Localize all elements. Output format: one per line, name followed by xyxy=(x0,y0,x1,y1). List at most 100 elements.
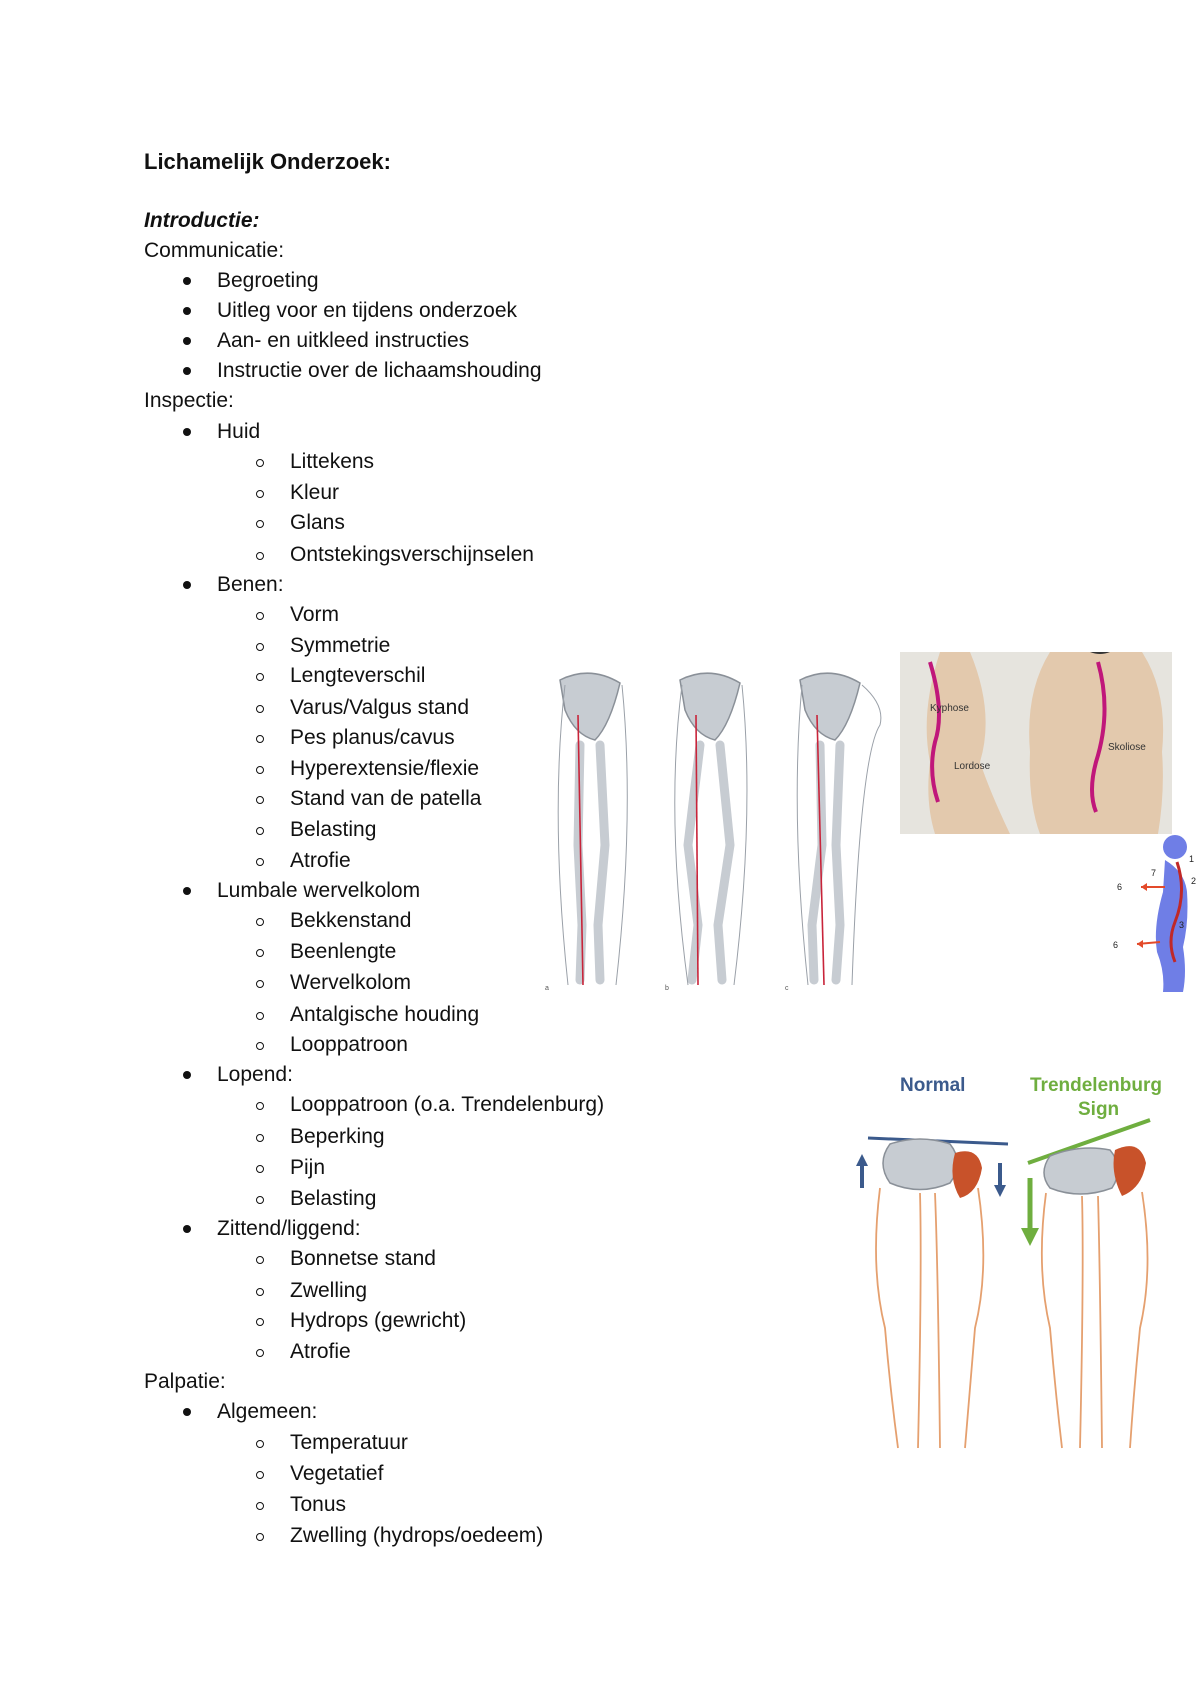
bullet-icon xyxy=(183,277,191,285)
bullet-icon xyxy=(183,307,191,315)
circle-bullet-icon xyxy=(256,949,264,957)
posture-figure: 1 2 3 6 6 7 xyxy=(1113,835,1196,992)
circle-bullet-icon xyxy=(256,673,264,681)
inspection-label: Inspectie: xyxy=(144,389,234,412)
list-item: Lumbale wervelkolom xyxy=(217,879,421,902)
list-item: Hydrops (gewricht) xyxy=(290,1309,467,1332)
list-item: Beperking xyxy=(290,1125,385,1148)
posture-label-3: 3 xyxy=(1179,920,1184,930)
circle-bullet-icon xyxy=(256,1502,264,1510)
bullet-icon xyxy=(183,887,191,895)
circle-bullet-icon xyxy=(256,490,264,498)
list-item: Belasting xyxy=(290,818,377,841)
circle-bullet-icon xyxy=(256,858,264,866)
page-title: Lichamelijk Onderzoek: xyxy=(144,149,391,174)
list-item: Littekens xyxy=(290,450,375,473)
list-item: Tonus xyxy=(290,1493,347,1516)
trendelenburg-caption-sign: Sign xyxy=(1078,1099,1119,1120)
list-item: Aan- en uitkleed instructies xyxy=(217,329,470,352)
list-item: Zwelling (hydrops/oedeem) xyxy=(290,1524,544,1547)
list-item: Wervelkolom xyxy=(290,971,411,994)
list-item: Kleur xyxy=(290,481,340,504)
list-item: Antalgische houding xyxy=(290,1003,480,1026)
leg-label-b: b xyxy=(665,985,669,992)
list-item: Atrofie xyxy=(290,1340,351,1363)
leg-label-a: a xyxy=(545,985,549,992)
list-item: Begroeting xyxy=(217,269,319,292)
circle-bullet-icon xyxy=(256,1349,264,1357)
circle-bullet-icon xyxy=(256,1471,264,1479)
list-item: Looppatroon xyxy=(290,1033,408,1056)
circle-bullet-icon xyxy=(256,552,264,560)
list-item: Huid xyxy=(217,420,261,443)
skoliose-label: Skoliose xyxy=(1108,742,1146,753)
circle-bullet-icon xyxy=(256,918,264,926)
circle-bullet-icon xyxy=(256,1102,264,1110)
bullet-icon xyxy=(183,581,191,589)
circle-bullet-icon xyxy=(256,827,264,835)
circle-bullet-icon xyxy=(256,1134,264,1142)
list-item: Uitleg voor en tijdens onderzoek xyxy=(217,299,518,322)
list-item: Lopend: xyxy=(217,1063,293,1086)
posture-label-6a: 6 xyxy=(1117,882,1122,892)
list-item: Varus/Valgus stand xyxy=(290,696,469,719)
leg-alignment-figure: a b c xyxy=(545,672,882,992)
kyphose-label: Kyphose xyxy=(930,703,969,714)
list-item: Bonnetse stand xyxy=(290,1247,436,1270)
list-item: Instructie over de lichaamshouding xyxy=(217,359,542,382)
bullet-icon xyxy=(183,1408,191,1416)
bullet-icon xyxy=(183,337,191,345)
circle-bullet-icon xyxy=(256,1288,264,1296)
circle-bullet-icon xyxy=(256,1165,264,1173)
circle-bullet-icon xyxy=(256,459,264,467)
list-item: Bekkenstand xyxy=(290,909,412,932)
bullet-icon xyxy=(183,1071,191,1079)
circle-bullet-icon xyxy=(256,1012,264,1020)
list-item: Atrofie xyxy=(290,849,351,872)
circle-bullet-icon xyxy=(256,705,264,713)
trendelenburg-figure: Normal Trendelenburg Sign xyxy=(856,1075,1162,1449)
circle-bullet-icon xyxy=(256,1042,264,1050)
list-item: Stand van de patella xyxy=(290,787,482,810)
bullet-icon xyxy=(183,1225,191,1233)
bullet-icon xyxy=(183,428,191,436)
circle-bullet-icon xyxy=(256,735,264,743)
circle-bullet-icon xyxy=(256,1440,264,1448)
posture-label-6b: 6 xyxy=(1113,940,1118,950)
list-item: Vegetatief xyxy=(290,1462,384,1485)
list-item: Beenlengte xyxy=(290,940,397,963)
circle-bullet-icon xyxy=(256,980,264,988)
palpation-label: Palpatie: xyxy=(144,1370,226,1393)
trendelenburg-caption: Trendelenburg xyxy=(1030,1075,1162,1096)
communication-label: Communicatie: xyxy=(144,239,285,262)
list-item: Symmetrie xyxy=(290,634,391,657)
list-item: Zittend/liggend: xyxy=(217,1217,361,1240)
lordose-label: Lordose xyxy=(954,761,991,772)
list-item: Ontstekingsverschijnselen xyxy=(290,543,534,566)
list-item: Glans xyxy=(290,511,345,534)
circle-bullet-icon xyxy=(256,1533,264,1541)
leg-skeleton-c: c xyxy=(785,672,882,992)
intro-heading: Introductie: xyxy=(144,209,260,232)
list-item: Algemeen: xyxy=(217,1400,318,1423)
list-item: Looppatroon (o.a. Trendelenburg) xyxy=(290,1093,605,1116)
list-item: Hyperextensie/flexie xyxy=(290,757,480,780)
circle-bullet-icon xyxy=(256,1256,264,1264)
posture-label-2: 2 xyxy=(1191,876,1196,886)
list-item: Zwelling xyxy=(290,1279,368,1302)
list-item: Lengteverschil xyxy=(290,664,426,687)
posture-label-7: 7 xyxy=(1151,868,1156,878)
circle-bullet-icon xyxy=(256,766,264,774)
circle-bullet-icon xyxy=(256,1318,264,1326)
list-item: Temperatuur xyxy=(290,1431,408,1454)
circle-bullet-icon xyxy=(256,612,264,620)
circle-bullet-icon xyxy=(256,1196,264,1204)
bullet-icon xyxy=(183,367,191,375)
circle-bullet-icon xyxy=(256,520,264,528)
leg-skeleton-b: b xyxy=(665,672,748,992)
leg-label-c: c xyxy=(785,985,789,992)
leg-skeleton-a: a xyxy=(545,672,628,992)
list-item: Benen: xyxy=(217,573,284,596)
circle-bullet-icon xyxy=(256,796,264,804)
